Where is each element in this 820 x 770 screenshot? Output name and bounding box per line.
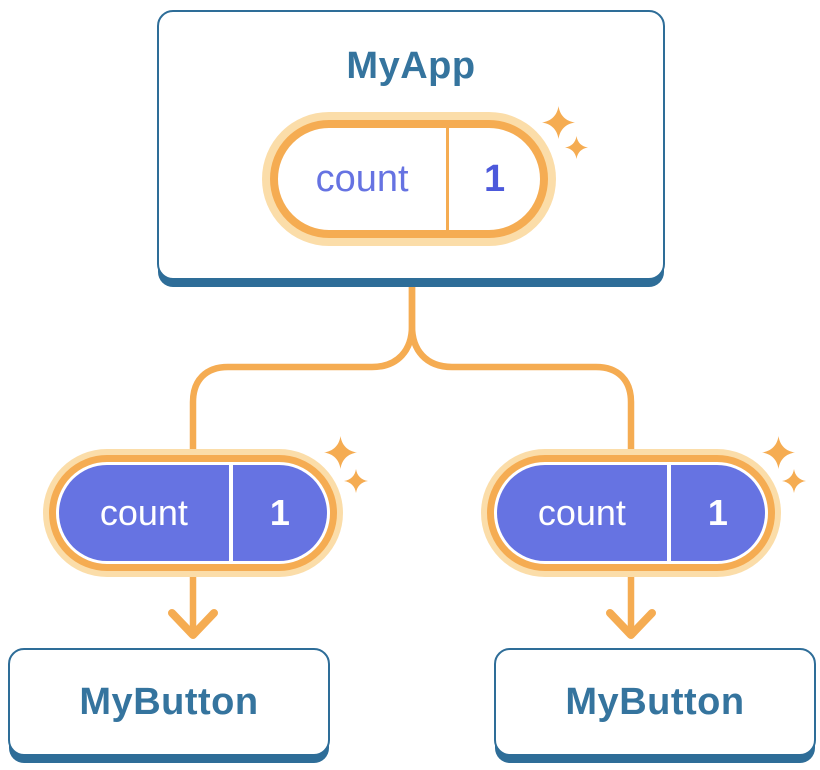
arrowhead-left-icon [168, 609, 218, 639]
root-state-name: count [315, 157, 409, 200]
sparkle-icon [782, 469, 806, 493]
root-component-title: MyApp [346, 45, 476, 87]
child-state-pill-body: count 1 [497, 465, 765, 561]
child-component-card-right: MyButton [494, 648, 816, 756]
sparkle-icon [344, 469, 368, 493]
child-state-pill-divider [666, 465, 671, 561]
child-state-value: 1 [269, 492, 290, 533]
child-component-card-left: MyButton [8, 648, 330, 756]
child-state-pill-body: count 1 [59, 465, 327, 561]
child-state-name: count [537, 492, 626, 533]
sparkle-icon [565, 136, 588, 159]
child-state-pill-ring: count 1 [487, 455, 775, 571]
sparkle-icon [762, 436, 795, 469]
root-state-pill-ring: count 1 [270, 120, 548, 238]
root-state-value: 1 [483, 157, 506, 200]
child-state-name: count [99, 492, 188, 533]
child-state-pill-divider [228, 465, 233, 561]
arrowhead-right-icon [606, 609, 656, 639]
child-state-pill-right: count 1 [481, 449, 781, 577]
root-state-pill-divider [446, 128, 450, 230]
child-state-pill-left: count 1 [43, 449, 343, 577]
sparkle-icon [542, 106, 575, 139]
root-state-pill: count 1 [262, 112, 556, 246]
connector-right-branch [408, 283, 635, 634]
sparkle-icon [324, 436, 357, 469]
connector-left-branch [189, 283, 416, 634]
child-component-title: MyButton [565, 680, 745, 723]
child-state-value: 1 [707, 492, 728, 533]
child-component-title: MyButton [79, 680, 259, 723]
child-state-pill-ring: count 1 [49, 455, 337, 571]
